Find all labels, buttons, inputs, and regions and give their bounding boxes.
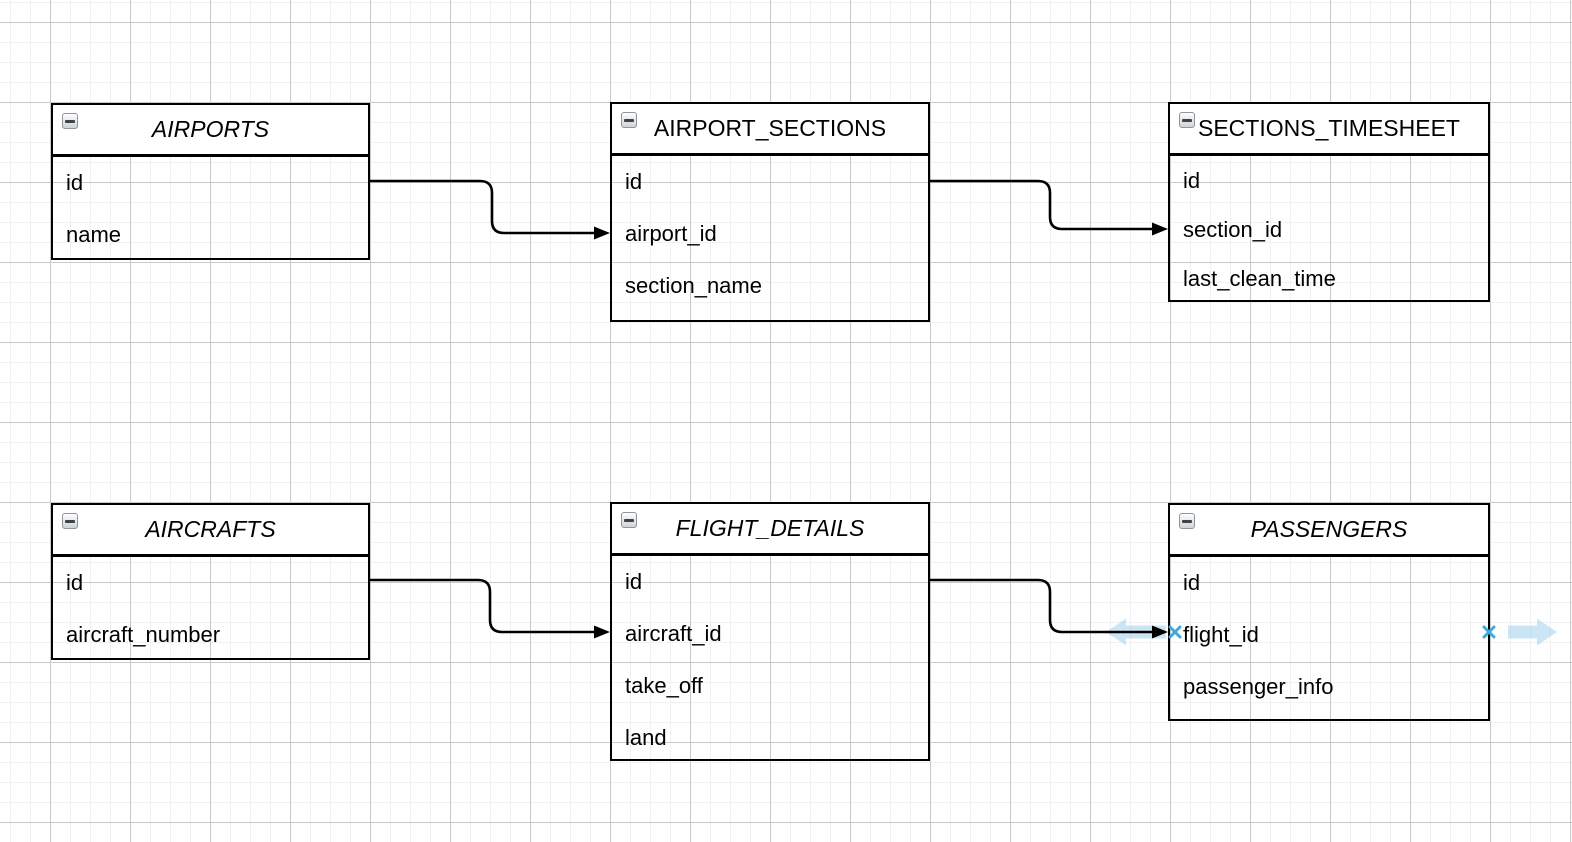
field-sections-timesheet-id[interactable]: id xyxy=(1170,156,1488,205)
arrowhead-icon xyxy=(1152,222,1168,236)
field-aircrafts-aircraft_number[interactable]: aircraft_number xyxy=(53,609,368,661)
field-label: name xyxy=(66,222,122,247)
field-aircrafts-id[interactable]: id xyxy=(53,557,368,609)
field-passengers-id[interactable]: id xyxy=(1170,557,1488,609)
arrowhead-icon xyxy=(1152,625,1168,639)
field-airports-name[interactable]: name xyxy=(53,209,368,261)
minus-icon xyxy=(1182,519,1192,523)
entity-header[interactable]: AIRPORT_SECTIONS xyxy=(612,104,928,156)
field-label: take_off xyxy=(625,673,703,698)
connector-flight-details-to-passengers[interactable] xyxy=(930,578,1168,639)
field-label: passenger_info xyxy=(1183,674,1334,699)
field-label: last_clean_time xyxy=(1183,265,1336,291)
field-label: id xyxy=(625,569,643,594)
entity-sections-timesheet[interactable]: SECTIONS_TIMESHEET id section_id last_clea… xyxy=(1168,102,1490,302)
connector-line[interactable] xyxy=(370,578,596,634)
entity-passengers[interactable]: PASSENGERS id flight_id passenger_info xyxy=(1168,503,1490,721)
entity-header[interactable]: SECTIONS_TIMESHEET xyxy=(1170,104,1488,156)
field-label: id xyxy=(66,170,84,195)
field-label: id xyxy=(66,570,84,595)
arrowhead-icon xyxy=(594,625,610,639)
field-airports-id[interactable]: id xyxy=(53,157,368,209)
minus-icon xyxy=(65,519,75,523)
field-airport-sections-id[interactable]: id xyxy=(612,156,928,208)
entity-rows: id section_id last_clean_time xyxy=(1170,156,1488,303)
collapse-icon[interactable] xyxy=(1179,112,1195,128)
field-flight-details-aircraft_id[interactable]: aircraft_id xyxy=(612,608,928,660)
entity-title: FLIGHT_DETAILS xyxy=(675,515,865,541)
field-label: section_name xyxy=(625,273,762,298)
field-airport-sections-section_name[interactable]: section_name xyxy=(612,260,928,312)
collapse-icon[interactable] xyxy=(621,112,637,128)
field-sections-timesheet-last_clean_time[interactable]: last_clean_time xyxy=(1170,254,1488,303)
connector-line[interactable] xyxy=(930,179,1154,231)
connector-line[interactable] xyxy=(370,179,596,235)
collapse-icon[interactable] xyxy=(62,513,78,529)
entity-header[interactable]: PASSENGERS xyxy=(1170,505,1488,557)
field-passengers-passenger_info[interactable]: passenger_info xyxy=(1170,661,1488,713)
entity-title: AIRPORTS xyxy=(151,116,270,142)
connector-aircrafts-to-flight-details[interactable] xyxy=(370,578,610,639)
entity-rows: id aircraft_number xyxy=(53,557,368,661)
field-flight-details-land[interactable]: land xyxy=(612,712,928,764)
entity-title: PASSENGERS xyxy=(1250,516,1408,542)
connector-line[interactable] xyxy=(930,578,1154,634)
arrowhead-icon xyxy=(594,226,610,240)
entity-header[interactable]: AIRPORTS xyxy=(53,105,368,157)
field-flight-details-id[interactable]: id xyxy=(612,556,928,608)
field-sections-timesheet-section_id[interactable]: section_id xyxy=(1170,205,1488,254)
field-label: section_id xyxy=(1183,216,1283,242)
entity-title: AIRPORT_SECTIONS xyxy=(653,115,887,141)
connector-airports-to-airport-sections[interactable] xyxy=(370,179,610,240)
field-label: airport_id xyxy=(625,221,717,246)
field-flight-details-take_off[interactable]: take_off xyxy=(612,660,928,712)
minus-icon xyxy=(624,118,634,122)
collapse-icon[interactable] xyxy=(62,113,78,129)
collapse-icon[interactable] xyxy=(1179,513,1195,529)
field-label: aircraft_number xyxy=(66,622,221,647)
field-airport-sections-airport_id[interactable]: airport_id xyxy=(612,208,928,260)
entity-header[interactable]: FLIGHT_DETAILS xyxy=(612,504,928,556)
entity-rows: id airport_id section_name xyxy=(612,156,928,312)
minus-icon xyxy=(624,518,634,522)
entity-airports[interactable]: AIRPORTS id name xyxy=(51,103,370,260)
connector-airport-sections-to-sections-timesheet[interactable] xyxy=(930,179,1168,236)
x-stroke xyxy=(1168,625,1182,639)
entity-header[interactable]: AIRCRAFTS xyxy=(53,505,368,557)
entity-rows: id name xyxy=(53,157,368,261)
field-label: id xyxy=(625,169,643,194)
collapse-icon[interactable] xyxy=(621,512,637,528)
field-passengers-flight_id[interactable]: flight_id xyxy=(1170,609,1488,661)
entity-title: SECTIONS_TIMESHEET xyxy=(1198,115,1460,141)
hover-arrow-right-icon[interactable] xyxy=(1508,618,1557,646)
field-label: land xyxy=(625,725,667,750)
field-label: id xyxy=(1183,570,1201,595)
x-stroke xyxy=(1482,625,1496,639)
field-label: id xyxy=(1183,167,1201,193)
field-label: aircraft_id xyxy=(625,621,722,646)
connection-point-x-icon[interactable] xyxy=(1482,625,1496,639)
connection-point-x-icon[interactable] xyxy=(1168,625,1182,639)
entity-aircrafts[interactable]: AIRCRAFTS id aircraft_number xyxy=(51,503,370,660)
field-label: flight_id xyxy=(1183,622,1259,647)
minus-icon xyxy=(65,119,75,123)
entity-title: AIRCRAFTS xyxy=(145,516,276,542)
minus-icon xyxy=(1182,118,1192,122)
entity-airport-sections[interactable]: AIRPORT_SECTIONS id airport_id section_nam… xyxy=(610,102,930,322)
entity-rows: id flight_id passenger_info xyxy=(1170,557,1488,713)
